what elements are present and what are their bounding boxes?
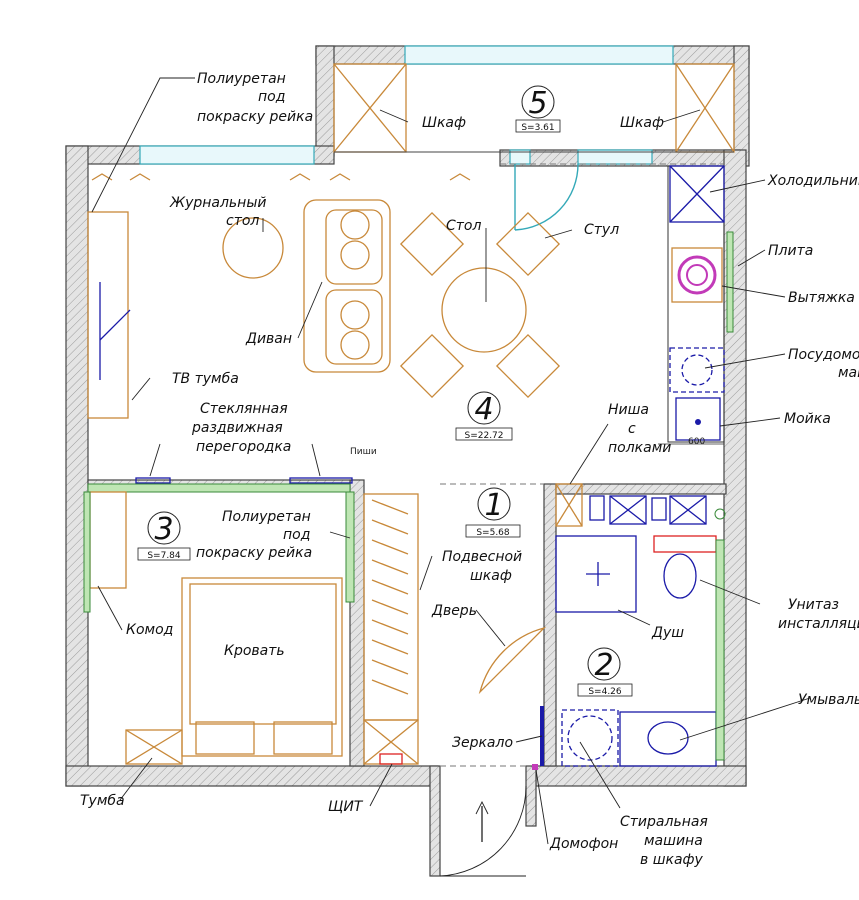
label-intercom: Домофон [549, 836, 618, 852]
label-washing-machine-3: в шкафу [640, 852, 704, 868]
label-mirror: Зеркало [452, 735, 513, 751]
label-door: Дверь [431, 603, 477, 619]
label-washing-machine-2: машина [644, 833, 703, 849]
label-dishwasher-2: машина [838, 365, 859, 381]
label-coffee-table-1: Журнальный [169, 195, 267, 211]
label-glass-partition-1: Стеклянная [200, 401, 288, 417]
label-dresser: Комод [126, 622, 173, 638]
label-nightstand: Тумба [80, 793, 125, 809]
room-area: S=22.72 [464, 431, 503, 441]
label-polyurethane-mid-2: под [283, 527, 310, 543]
room-3-tag: 3 S=7.84 [137, 511, 191, 561]
leader-lines [91, 77, 811, 845]
room-area: S=7.84 [147, 551, 181, 561]
bedroom-furniture [83, 491, 355, 765]
label-glass-partition-2: раздвижная [191, 420, 283, 436]
label-niche-2: с [628, 421, 636, 437]
label-watermark: Пиши [350, 447, 377, 457]
kitchen-units [667, 165, 734, 443]
room-area: S=4.26 [588, 687, 622, 697]
label-chair: Стул [584, 222, 619, 238]
label-niche-3: полками [608, 440, 671, 456]
room-4-tag: 4 S=22.72 [455, 391, 513, 441]
label-polyurethane-mid-1: Полиуретан [222, 509, 311, 525]
room-number: 2 [594, 648, 613, 683]
room-5-furniture [333, 63, 735, 231]
label-hanging-cabinet-2: шкаф [470, 568, 512, 584]
label-washbasin: Умывальник [798, 692, 859, 708]
label-toilet-1: Унитаз [788, 597, 839, 613]
label-bed: Кровать [224, 643, 285, 659]
label-polyurethane-top-3: покраску рейка [197, 109, 313, 125]
label-wardrobe-left: Шкаф [422, 115, 466, 131]
label-hood: Вытяжка [788, 290, 855, 306]
label-sofa: Диван [245, 331, 292, 347]
label-wardrobe-right: Шкаф [620, 115, 664, 131]
niche-shelves [555, 443, 726, 527]
living-room-furniture [87, 173, 561, 493]
room-1-tag: 1 S=5.68 [465, 487, 521, 538]
room-area: S=5.68 [476, 528, 510, 538]
label-shower: Душ [651, 625, 684, 641]
label-polyurethane-top-1: Полиуретан [197, 71, 286, 87]
label-panel: ЩИТ [328, 799, 364, 815]
label-polyurethane-top-2: под [258, 89, 285, 105]
room-5-tag: 5 S=3.61 [515, 85, 561, 133]
label-dishwasher-1: Посудомоечная [788, 347, 859, 363]
label-toilet-2: инсталляция [778, 616, 859, 632]
label-fridge: Холодильник [767, 173, 859, 189]
bathroom-fixtures [555, 535, 725, 767]
label-hanging-cabinet-1: Подвесной [442, 549, 522, 565]
label-coffee-table-2: стол [226, 213, 259, 229]
room-number: 5 [528, 86, 547, 121]
room-2-tag: 2 S=4.26 [577, 647, 633, 697]
label-table: Стол [446, 218, 481, 234]
label-washing-machine-1: Стиральная [620, 814, 708, 830]
room-number: 4 [474, 392, 493, 427]
room-number: 3 [154, 512, 173, 547]
windows [139, 45, 674, 165]
label-stove: Плита [768, 243, 813, 259]
label-dimension-600: 600 [688, 437, 705, 447]
walls [65, 45, 750, 877]
labels: Полиуретан под покраску рейка Шкаф Шкаф … [80, 71, 859, 868]
label-polyurethane-mid-3: покраску рейка [196, 545, 312, 561]
room-number: 1 [484, 488, 503, 523]
room-area: S=3.61 [521, 123, 554, 133]
label-niche-1: Ниша [608, 402, 649, 418]
label-glass-partition-3: перегородка [196, 439, 291, 455]
label-tv-stand: ТВ тумба [172, 371, 239, 387]
hallway-furniture [363, 483, 547, 877]
label-sink: Мойка [784, 411, 831, 427]
